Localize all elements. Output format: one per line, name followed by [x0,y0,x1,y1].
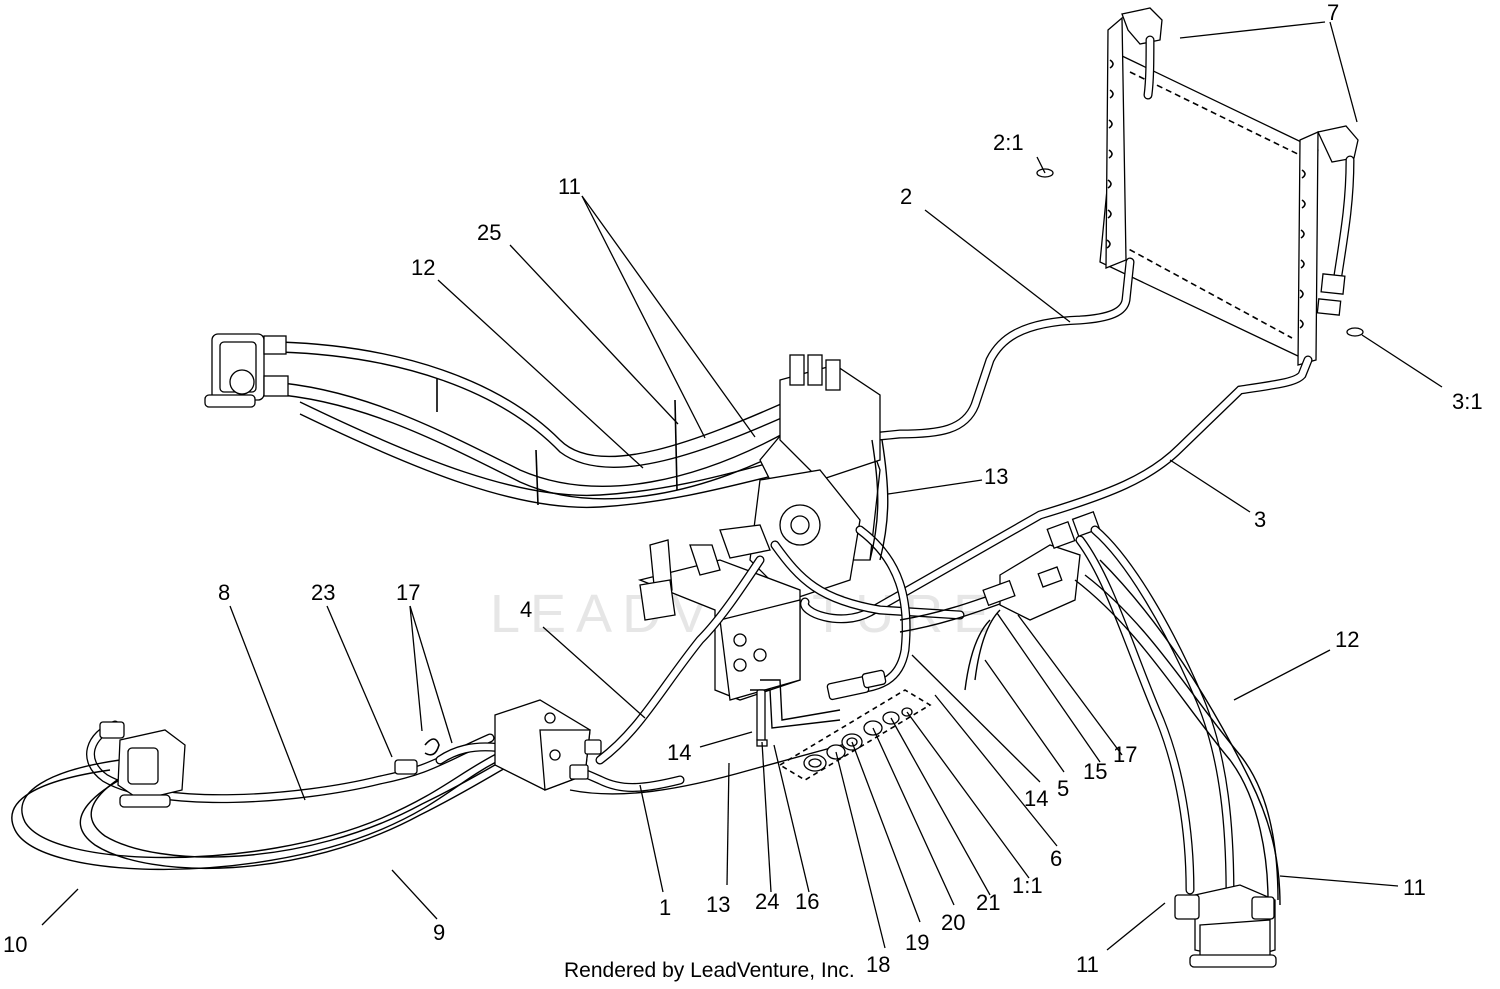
callout-10: 10 [3,932,27,957]
callout-25: 25 [477,220,501,245]
callout-1: 1 [659,895,671,920]
cooler-tubes [800,257,1313,624]
seal-kit-parts [756,689,932,781]
wheel-motor-rear-left [204,333,289,408]
callout-11-top: 11 [558,174,581,199]
callout-11-bottom: 11 [1076,952,1099,977]
callout-14-right: 14 [1024,786,1048,811]
callout-13-top: 13 [984,464,1008,489]
callout-6: 6 [1050,846,1062,871]
callouts: 7 2:1 2 11 25 12 3:1 13 3 8 23 17 4 12 1… [3,0,1483,977]
callout-12-right: 12 [1335,627,1359,652]
callout-8: 8 [218,580,230,605]
callout-17-left: 17 [396,580,420,605]
callout-23: 23 [311,580,335,605]
callout-21: 21 [976,890,1000,915]
callout-14-left: 14 [667,740,691,765]
callout-17-right: 17 [1113,742,1137,767]
callout-20: 20 [941,910,965,935]
callout-2: 2 [900,184,912,209]
callout-3-1: 3:1 [1452,389,1483,414]
callout-13-bottom: 13 [706,892,730,917]
hydraulic-pump-assembly [637,354,881,701]
wheel-motor-front-left [99,721,186,808]
callout-24: 24 [755,889,779,914]
callout-4: 4 [520,597,532,622]
right-manifold [982,510,1101,621]
callout-2-1: 2:1 [993,130,1024,155]
callout-3: 3 [1254,507,1266,532]
callout-19: 19 [905,930,929,955]
left-control-valve [494,699,602,791]
callout-15: 15 [1083,759,1107,784]
oil-cooler [1036,7,1364,366]
callout-18: 18 [866,952,890,977]
wheel-motor-front-right [1174,884,1277,968]
callout-5: 5 [1057,776,1069,801]
callout-1-1: 1:1 [1012,873,1043,898]
front-right-hoses [1074,525,1281,906]
callout-12-top: 12 [411,255,435,280]
rear-hose-bundle [269,341,806,509]
pump-hoses [595,439,1051,765]
callout-7: 7 [1327,0,1339,25]
callout-16: 16 [795,889,819,914]
footer-credit: Rendered by LeadVenture, Inc. [564,959,855,982]
callout-11-right: 11 [1403,875,1426,900]
callout-9: 9 [433,920,445,945]
leader-lines [41,21,1443,951]
